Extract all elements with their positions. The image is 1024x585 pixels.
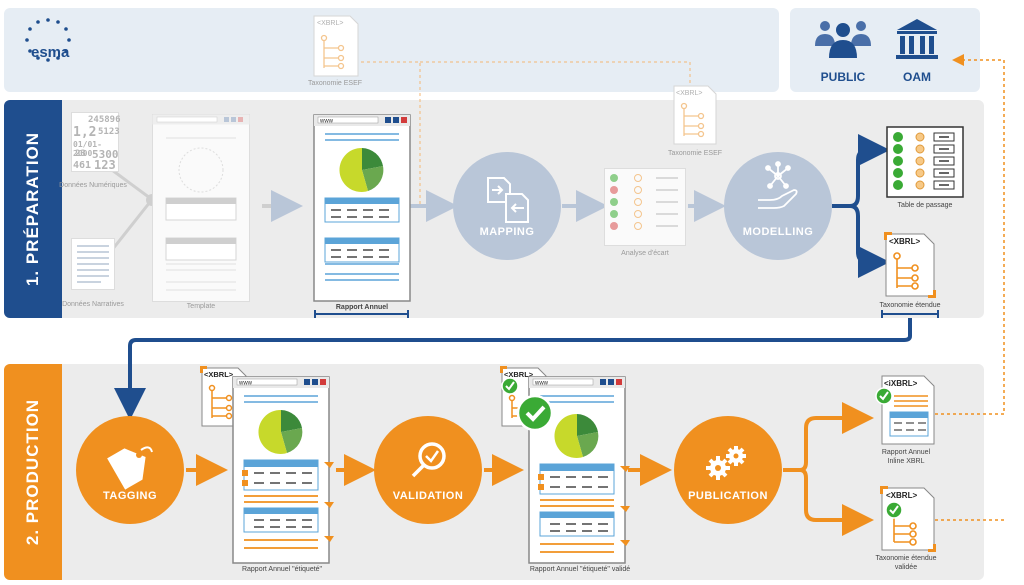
svg-text:<XBRL>: <XBRL> bbox=[204, 370, 234, 379]
oam-label: OAM bbox=[903, 70, 931, 84]
xbrl-badge-extended: <XBRL> bbox=[889, 237, 920, 246]
audience-band bbox=[790, 8, 980, 92]
taxonomy-esef-document-mid: <XBRL> bbox=[673, 85, 717, 145]
xbrl-badge-validated: <XBRL> bbox=[886, 491, 917, 500]
annual-report-label: Rapport Annuel bbox=[335, 304, 389, 311]
modelling-step-circle bbox=[724, 152, 832, 260]
narrative-data-document bbox=[71, 238, 115, 290]
validation-step-circle bbox=[374, 416, 482, 524]
mapping-table-document bbox=[886, 126, 964, 198]
svg-text:www: www bbox=[238, 381, 253, 387]
institution-icon bbox=[896, 19, 938, 59]
mapping-icon bbox=[487, 177, 529, 223]
validated-taxonomy-label-line2: validée bbox=[894, 564, 918, 571]
modelling-hand-icon bbox=[758, 161, 798, 209]
svg-text:<XBRL>: <XBRL> bbox=[504, 370, 534, 379]
narrative-data-label: Données Narratives bbox=[62, 301, 124, 308]
esma-logo: esma bbox=[31, 44, 70, 61]
mapping-label: MAPPING bbox=[479, 226, 535, 238]
svg-text:www: www bbox=[534, 381, 549, 387]
public-label: PUBLIC bbox=[820, 70, 866, 84]
inline-report-label-line1: Rapport Annuel bbox=[881, 449, 931, 456]
extended-taxonomy-label: Taxonomie étendue bbox=[879, 302, 941, 309]
xbrl-badge-top: <XBRL> bbox=[317, 20, 343, 27]
mapping-table-label: Table de passage bbox=[897, 202, 953, 209]
taxonomy-esef-top-label: Taxonomie ESEF bbox=[307, 80, 363, 87]
extended-taxonomy-document: <XBRL> bbox=[884, 232, 936, 298]
check-icon bbox=[516, 394, 554, 432]
numeric-data-label: Données Numériques bbox=[59, 182, 127, 189]
validated-taxonomy-label-line1: Taxonomie étendue bbox=[875, 555, 937, 562]
preparation-phase-tab: 1. PRÉPARATION bbox=[4, 100, 62, 318]
tagging-label: TAGGING bbox=[102, 490, 157, 502]
header-band bbox=[4, 8, 779, 92]
publication-label: PUBLICATION bbox=[688, 490, 768, 502]
validated-report-label: Rapport Annuel "étiqueté" validé bbox=[529, 566, 631, 573]
gears-icon bbox=[706, 446, 746, 480]
gap-analysis-label: Analyse d'écart bbox=[621, 250, 669, 257]
eu-stars-icon bbox=[25, 18, 71, 62]
numeric-data-document: 245896 1,2 5123 01/01-2000 23 5300 461 1… bbox=[71, 112, 121, 172]
production-phase-tab: 2. PRODUCTION bbox=[4, 364, 62, 580]
tagged-report-label: Rapport Annuel "étiqueté" bbox=[241, 566, 323, 573]
taxonomy-esef-mid-label: Taxonomie ESEF bbox=[667, 150, 723, 157]
inline-report-label-line2: Inline XBRL bbox=[887, 458, 925, 465]
validated-taxonomy-document: <XBRL> bbox=[880, 486, 936, 552]
tag-icon bbox=[107, 446, 153, 490]
annual-report-document: www bbox=[313, 114, 411, 302]
ixbrl-badge: <iXBRL> bbox=[884, 379, 918, 388]
people-icon bbox=[815, 21, 871, 58]
magnifier-check-icon bbox=[411, 442, 446, 478]
tagged-report-document: www bbox=[232, 376, 334, 564]
template-document bbox=[152, 114, 250, 302]
browser-www: www bbox=[319, 119, 334, 125]
template-label: Template bbox=[186, 303, 216, 310]
pie-chart bbox=[339, 147, 384, 192]
xbrl-badge-mid: <XBRL> bbox=[676, 90, 702, 97]
modelling-label: MODELLING bbox=[742, 226, 814, 238]
taxonomy-esef-document-top: <XBRL> bbox=[313, 15, 359, 77]
gap-analysis-document bbox=[604, 168, 686, 246]
validation-label: VALIDATION bbox=[392, 490, 464, 502]
inline-xbrl-report-document: <iXBRL> bbox=[875, 375, 935, 445]
